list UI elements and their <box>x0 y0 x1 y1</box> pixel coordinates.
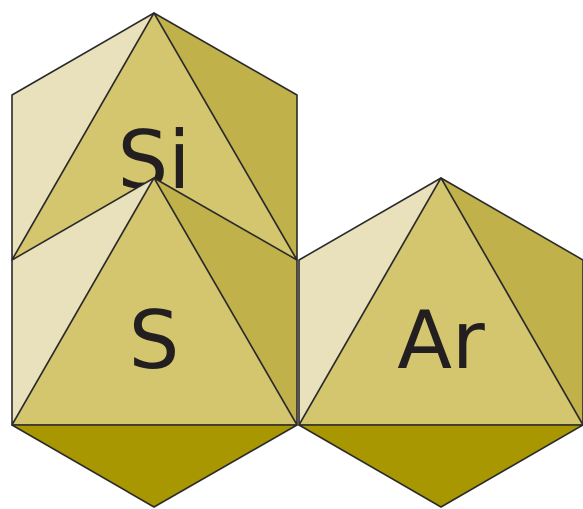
element-block-ar: Ar <box>298 177 583 508</box>
ar-bottom-face <box>298 424 583 508</box>
si-right-face <box>153 12 298 261</box>
ar-symbol: Ar <box>397 294 485 387</box>
element-block-si: Si <box>11 12 298 261</box>
s-bottom-face <box>11 424 298 508</box>
s-symbol: S <box>129 294 180 387</box>
element-block-s: S <box>11 177 298 508</box>
